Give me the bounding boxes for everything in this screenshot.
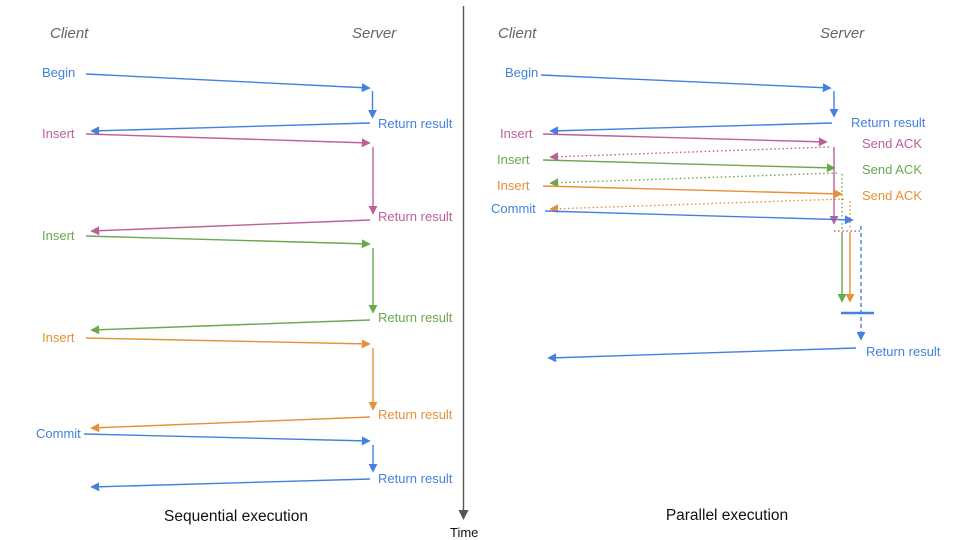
seq-insert1-result-label: Return result <box>378 209 453 224</box>
par-insert3-request-line <box>542 185 843 199</box>
seq-begin-result-label: Return result <box>378 116 453 131</box>
seq-begin-return-line <box>90 122 371 136</box>
seq-commit-request-line <box>83 433 371 446</box>
par-insert3-label: Insert <box>497 178 530 193</box>
par-commit-label: Commit <box>491 201 536 216</box>
seq-insert1-request-line <box>85 133 371 148</box>
sequential-panel: Client Server Begin Return result Insert… <box>36 25 453 525</box>
seq-caption: Sequential execution <box>164 508 308 525</box>
par-server-heading: Server <box>820 25 865 42</box>
seq-insert1-return-line <box>90 219 371 236</box>
par-commit-request-line <box>544 210 854 225</box>
par-client-heading: Client <box>498 25 537 42</box>
par-begin-return-line <box>549 122 833 136</box>
seq-insert2-return-line <box>90 319 371 335</box>
time-axis-label: Time <box>450 525 478 540</box>
par-caption: Parallel execution <box>666 507 788 524</box>
par-insert1-ack-line <box>549 146 830 162</box>
par-begin-request-line <box>540 74 832 93</box>
par-insert2-ack-label: Send ACK <box>862 162 922 177</box>
seq-insert3-label: Insert <box>42 330 75 345</box>
par-begin-result-label: Return result <box>851 115 926 130</box>
seq-insert3-request-line <box>85 337 371 349</box>
seq-insert2-label: Insert <box>42 228 75 243</box>
par-insert2-label: Insert <box>497 152 530 167</box>
par-insert2-ack-line <box>549 172 838 188</box>
seq-insert2-request-line <box>85 235 371 249</box>
par-insert3-ack-label: Send ACK <box>862 188 922 203</box>
par-insert2-request-line <box>542 159 836 173</box>
par-commit-result-label: Return result <box>866 344 941 359</box>
seq-begin-label: Begin <box>42 65 75 80</box>
seq-server-heading: Server <box>352 25 397 42</box>
seq-insert2-result-label: Return result <box>378 310 453 325</box>
par-insert1-request-line <box>542 133 828 147</box>
seq-insert3-result-label: Return result <box>378 407 453 422</box>
time-axis: Time <box>450 6 478 540</box>
par-insert1-label: Insert <box>500 126 533 141</box>
par-commit-return-line <box>547 347 857 363</box>
seq-insert3-return-line <box>90 416 371 433</box>
seq-commit-return-line <box>90 478 371 492</box>
seq-begin-request-line <box>85 73 371 93</box>
parallel-panel: Client Server Begin Return result Insert… <box>491 25 941 524</box>
seq-insert1-label: Insert <box>42 126 75 141</box>
seq-commit-result-label: Return result <box>378 471 453 486</box>
seq-commit-label: Commit <box>36 426 81 441</box>
par-insert1-ack-label: Send ACK <box>862 136 922 151</box>
par-insert3-ack-line <box>549 198 845 214</box>
seq-client-heading: Client <box>50 25 89 42</box>
par-begin-label: Begin <box>505 65 538 80</box>
